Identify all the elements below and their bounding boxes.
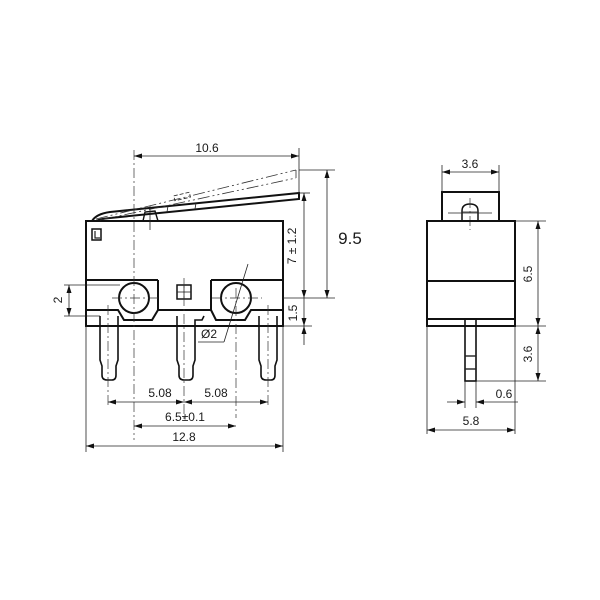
dim-body-width: 5.8	[463, 414, 480, 428]
dim-pin-thickness: 0.6	[496, 387, 513, 401]
dim-lever-length: 10.6	[195, 141, 219, 155]
pin-center	[176, 315, 205, 381]
dim-body-length: 12.8	[172, 430, 196, 444]
dim-hole-spacing: 6.5±0.1	[165, 410, 205, 424]
side-view: 3.6 6.5 3.6 0.6 5.8	[426, 157, 546, 434]
dim-hole-diameter: Ø2	[201, 327, 217, 341]
dim-overall-height: 9.5	[338, 229, 362, 248]
dim-actuator-width: 3.6	[462, 157, 479, 171]
lever-actuator	[91, 169, 300, 230]
side-pin	[464, 318, 477, 382]
front-view: 10.6 9.5 7 ± 1.2 1.5 2 Ø2 5.08 5.08	[51, 141, 362, 452]
dim-lever-height: 7 ± 1.2	[285, 227, 299, 264]
dim-hole-offset: 1.5	[286, 304, 300, 321]
marking-icon	[91, 228, 102, 241]
dim-body-height: 6.5	[521, 265, 535, 282]
dim-hole-height: 2	[51, 296, 65, 303]
dim-pin-pitch-right: 5.08	[204, 386, 228, 400]
actuator-top	[441, 191, 500, 222]
side-body	[426, 220, 516, 327]
dim-pin-pitch-left: 5.08	[148, 386, 172, 400]
pin-left	[99, 316, 119, 381]
dim-pin-length: 3.6	[521, 345, 535, 362]
pin-right	[258, 316, 278, 381]
